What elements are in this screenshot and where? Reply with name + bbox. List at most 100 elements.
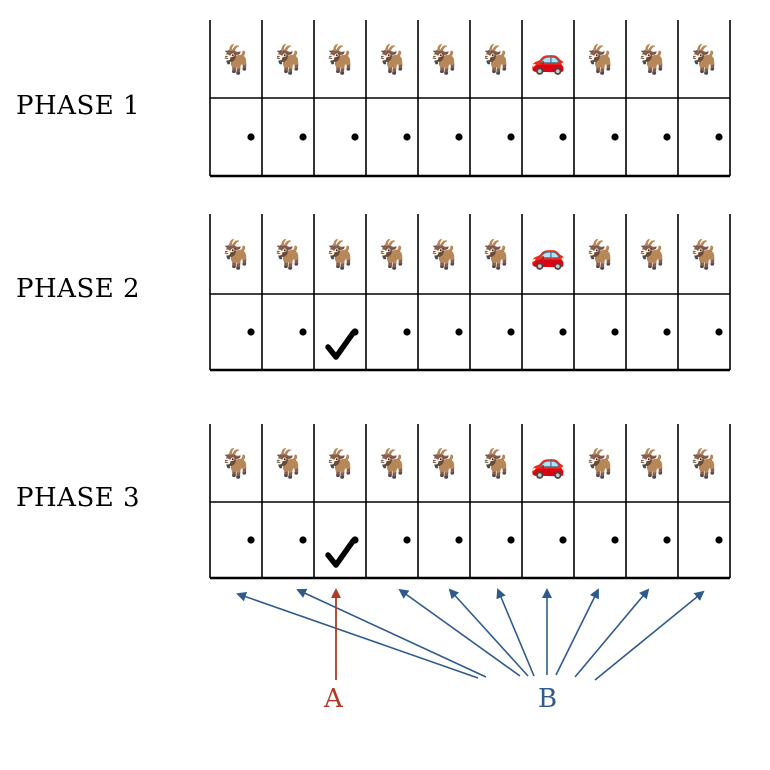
door-2: 🐐 (271, 43, 307, 141)
arrow-b-to-door-1 (236, 591, 479, 679)
arrow-b-to-door-10 (594, 590, 705, 681)
door-1: 🐐 (219, 447, 255, 544)
door-10: 🐐 (687, 43, 723, 141)
door-knob (455, 133, 463, 141)
door-knob (507, 328, 515, 336)
door-7: 🚗 (531, 447, 567, 544)
door-6: 🐐 (479, 238, 515, 336)
goat-icon: 🐐 (323, 447, 358, 480)
door-knob (351, 133, 359, 141)
door-knob (559, 536, 567, 544)
phase-3-panel: 🐐 🐐 🐐 🐐 🐐 🐐 🚗 🐐 🐐 🐐 (209, 424, 731, 580)
door-10: 🐐 (687, 447, 723, 544)
door-1: 🐐 (219, 43, 255, 141)
checkmark-icon (325, 538, 356, 568)
arrow-group (236, 588, 705, 681)
door-8: 🐐 (583, 43, 619, 141)
goat-icon: 🐐 (427, 238, 462, 271)
door-knob (247, 536, 255, 544)
door-5: 🐐 (427, 238, 463, 336)
phase-3-label: PHASE 3 (16, 483, 141, 513)
door-knob (299, 328, 307, 336)
door-9: 🐐 (635, 238, 671, 336)
door-4: 🐐 (375, 43, 411, 141)
goat-icon: 🐐 (427, 43, 462, 76)
door-8: 🐐 (583, 238, 619, 336)
goat-icon: 🐐 (375, 447, 410, 480)
goat-icon: 🐐 (479, 238, 514, 271)
goat-icon: 🐐 (323, 238, 358, 271)
goat-icon: 🐐 (635, 238, 670, 271)
goat-icon: 🐐 (219, 238, 254, 271)
arrow-b-to-door-2 (296, 588, 487, 678)
door-1: 🐐 (219, 238, 255, 336)
goat-icon: 🐐 (323, 43, 358, 76)
door-6: 🐐 (479, 447, 515, 544)
goat-icon: 🐐 (219, 447, 254, 480)
car-icon: 🚗 (531, 43, 566, 76)
goat-icon: 🐐 (635, 43, 670, 76)
goat-icon: 🐐 (479, 43, 514, 76)
door-5: 🐐 (427, 447, 463, 544)
door-knob (507, 536, 515, 544)
car-icon: 🚗 (531, 447, 566, 480)
door-knob (663, 536, 671, 544)
door-knob (715, 133, 723, 141)
arrow-b-to-door-6 (496, 588, 535, 677)
car-icon: 🚗 (531, 238, 566, 271)
door-9: 🐐 (635, 43, 671, 141)
door-knob (663, 328, 671, 336)
goat-icon: 🐐 (271, 43, 306, 76)
door-4: 🐐 (375, 447, 411, 544)
door-knob (299, 536, 307, 544)
door-knob (403, 328, 411, 336)
door-knob (455, 536, 463, 544)
goat-icon: 🐐 (479, 447, 514, 480)
phase-2-panel: 🐐 🐐 🐐 🐐 🐐 🐐 🚗 🐐 🐐 🐐 (209, 214, 731, 372)
phase-2-label: PHASE 2 (16, 274, 141, 304)
door-knob (715, 328, 723, 336)
door-3: 🐐 (323, 447, 359, 544)
door-5: 🐐 (427, 43, 463, 141)
door-4: 🐐 (375, 238, 411, 336)
goat-icon: 🐐 (271, 447, 306, 480)
goat-icon: 🐐 (583, 238, 618, 271)
door-7: 🚗 (531, 238, 567, 336)
goat-icon: 🐐 (687, 43, 722, 76)
door-2: 🐐 (271, 238, 307, 336)
goat-icon: 🐐 (219, 43, 254, 76)
goat-icon: 🐐 (583, 447, 618, 480)
goat-icon: 🐐 (271, 238, 306, 271)
door-knob (455, 328, 463, 336)
door-3: 🐐 (323, 238, 359, 336)
door-knob (403, 133, 411, 141)
door-knob (663, 133, 671, 141)
door-knob (403, 536, 411, 544)
goat-icon: 🐐 (635, 447, 670, 480)
door-knob (611, 328, 619, 336)
goat-icon: 🐐 (687, 447, 722, 480)
door-knob (507, 133, 515, 141)
arrow-a-label: A (324, 684, 343, 714)
door-6: 🐐 (479, 43, 515, 141)
arrow-b-to-door-5 (448, 588, 529, 677)
door-knob (715, 536, 723, 544)
door-8: 🐐 (583, 447, 619, 544)
goat-icon: 🐐 (687, 238, 722, 271)
door-knob (247, 328, 255, 336)
checkmark-icon (325, 330, 356, 360)
goat-icon: 🐐 (375, 238, 410, 271)
door-9: 🐐 (635, 447, 671, 544)
door-knob (611, 133, 619, 141)
door-10: 🐐 (687, 238, 723, 336)
door-7: 🚗 (531, 43, 567, 141)
arrow-b-to-door-9 (574, 588, 650, 678)
goat-icon: 🐐 (583, 43, 618, 76)
phase-1-panel: 🐐 🐐 🐐 🐐 🐐 🐐 🚗 🐐 🐐 🐐 (209, 20, 731, 178)
arrow-b-to-door-8 (555, 588, 599, 676)
phase-1-label: PHASE 1 (16, 91, 141, 121)
arrow-b-to-door-4 (398, 588, 521, 677)
door-knob (559, 133, 567, 141)
door-knob (611, 536, 619, 544)
door-knob (247, 133, 255, 141)
